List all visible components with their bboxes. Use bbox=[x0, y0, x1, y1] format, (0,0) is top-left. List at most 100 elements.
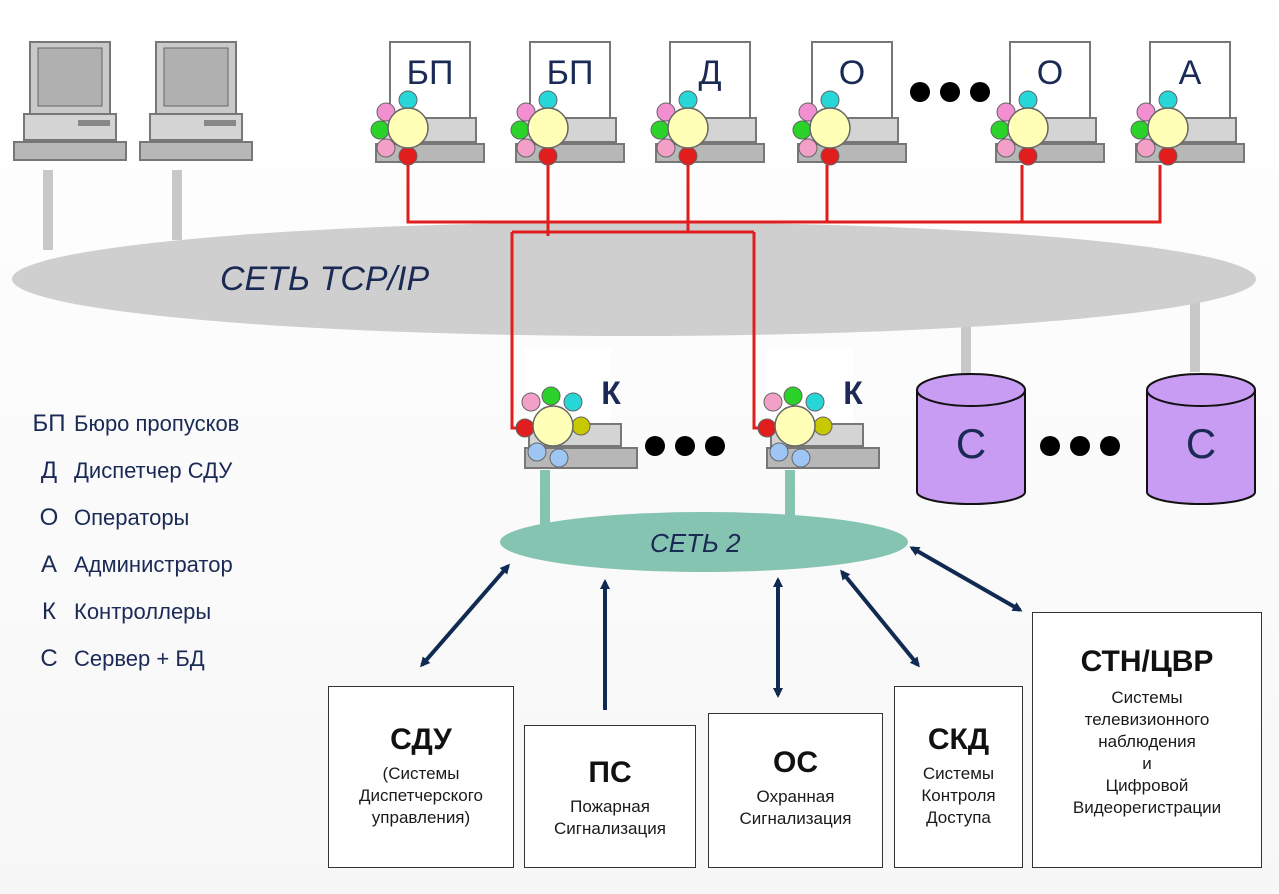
system-title: СДУ bbox=[390, 723, 452, 756]
module-node bbox=[549, 448, 569, 468]
server-label: С bbox=[956, 420, 986, 467]
module-node bbox=[769, 442, 789, 462]
module-node bbox=[820, 146, 840, 166]
hub-node bbox=[1007, 107, 1049, 149]
module-node bbox=[678, 90, 698, 110]
system-desc-line: Системы bbox=[922, 764, 995, 783]
system-desc-line: Контроля bbox=[921, 786, 996, 805]
ellipsis-dots bbox=[910, 82, 990, 102]
module-node bbox=[656, 138, 676, 158]
system-title: СКД bbox=[927, 723, 990, 756]
cylinder-top bbox=[1146, 373, 1256, 407]
hub-node bbox=[667, 107, 709, 149]
module-node bbox=[990, 120, 1010, 140]
workstation-label: А bbox=[1179, 54, 1202, 92]
workstation-label: БП bbox=[407, 54, 454, 92]
legend-row: БП Бюро пропусков bbox=[26, 400, 316, 447]
controller: К bbox=[757, 348, 880, 469]
legend-code: БП bbox=[32, 409, 66, 437]
controller-label: К bbox=[843, 375, 863, 411]
system-desc-line: Сигнализация bbox=[554, 819, 666, 838]
module-node bbox=[1018, 90, 1038, 110]
hub-node bbox=[809, 107, 851, 149]
module-node bbox=[376, 138, 396, 158]
legend-desc: Сервер + БД bbox=[74, 645, 205, 671]
system-desc-line: наблюдения bbox=[1098, 732, 1196, 751]
module-node bbox=[805, 392, 825, 412]
server-uplink bbox=[1190, 300, 1200, 372]
cylinder-body bbox=[916, 390, 1026, 505]
module-node bbox=[516, 138, 536, 158]
system-box-sdu: СДУ (Системы Диспетчерского управления) bbox=[328, 686, 514, 868]
module-node bbox=[783, 386, 803, 406]
hub-node bbox=[532, 405, 574, 447]
network2-ellipse bbox=[500, 512, 908, 572]
hub-node bbox=[774, 405, 816, 447]
system-box-os: ОС Охранная Сигнализация bbox=[708, 713, 883, 868]
module-node bbox=[521, 392, 541, 412]
workstation: О bbox=[792, 41, 907, 166]
controller: К bbox=[515, 348, 638, 469]
workstation: БП bbox=[510, 41, 625, 166]
server-database: С bbox=[916, 373, 1026, 505]
module-node bbox=[527, 442, 547, 462]
plain-pc-uplink bbox=[172, 170, 182, 240]
legend-desc: Бюро пропусков bbox=[74, 410, 240, 436]
system-box-stn: СТН/ЦВР Системы телевизионного наблюдени… bbox=[1032, 612, 1262, 868]
server-uplink bbox=[961, 320, 971, 380]
workstation-label: О bbox=[839, 54, 865, 92]
module-node bbox=[370, 120, 390, 140]
system-desc-line: управления) bbox=[371, 808, 471, 827]
module-node bbox=[791, 448, 811, 468]
system-desc-line: Сигнализация bbox=[739, 809, 852, 828]
module-node bbox=[798, 138, 818, 158]
module-node bbox=[541, 386, 561, 406]
workstation: Д bbox=[650, 41, 765, 166]
ellipsis-dots bbox=[1040, 436, 1120, 456]
system-desc-line: и bbox=[1142, 754, 1152, 773]
hub-node bbox=[527, 107, 569, 149]
legend-code: Д bbox=[40, 456, 58, 484]
system-title: СТН/ЦВР bbox=[1080, 645, 1214, 678]
cylinder-top bbox=[916, 373, 1026, 407]
module-node bbox=[650, 120, 670, 140]
module-node bbox=[510, 120, 530, 140]
arrow-sdu bbox=[420, 563, 510, 668]
system-box-ps: ПС Пожарная Сигнализация bbox=[524, 725, 696, 868]
system-box-skd: СКД Системы Контроля Доступа bbox=[894, 686, 1023, 868]
module-node bbox=[1136, 138, 1156, 158]
cylinder-body bbox=[1146, 390, 1256, 505]
module-node bbox=[1130, 120, 1150, 140]
workstation-label: О bbox=[1037, 54, 1063, 92]
system-desc-line: Диспетчерского bbox=[358, 786, 484, 805]
controller-label: К bbox=[601, 375, 621, 411]
workstation-plain bbox=[139, 41, 253, 161]
system-desc-line: Пожарная bbox=[570, 797, 650, 816]
legend-code: С bbox=[40, 644, 58, 672]
module-node bbox=[678, 146, 698, 166]
legend-row: С Сервер + БД bbox=[26, 635, 316, 682]
module-node bbox=[813, 416, 833, 436]
module-node bbox=[571, 416, 591, 436]
system-desc-line: Охранная bbox=[756, 787, 835, 806]
module-node bbox=[1158, 90, 1178, 110]
system-title: ПС bbox=[588, 756, 632, 789]
module-node bbox=[820, 90, 840, 110]
system-desc-line: Цифровой bbox=[1105, 776, 1189, 795]
module-node bbox=[1158, 146, 1178, 166]
arrow-skd bbox=[840, 569, 920, 668]
arrow-stn bbox=[909, 546, 1023, 612]
system-desc-line: (Системы bbox=[382, 764, 460, 783]
workstation: О bbox=[990, 41, 1105, 166]
ellipsis-dots bbox=[645, 436, 725, 456]
workstation-label: Д bbox=[698, 54, 721, 92]
legend-desc: Операторы bbox=[74, 504, 190, 530]
